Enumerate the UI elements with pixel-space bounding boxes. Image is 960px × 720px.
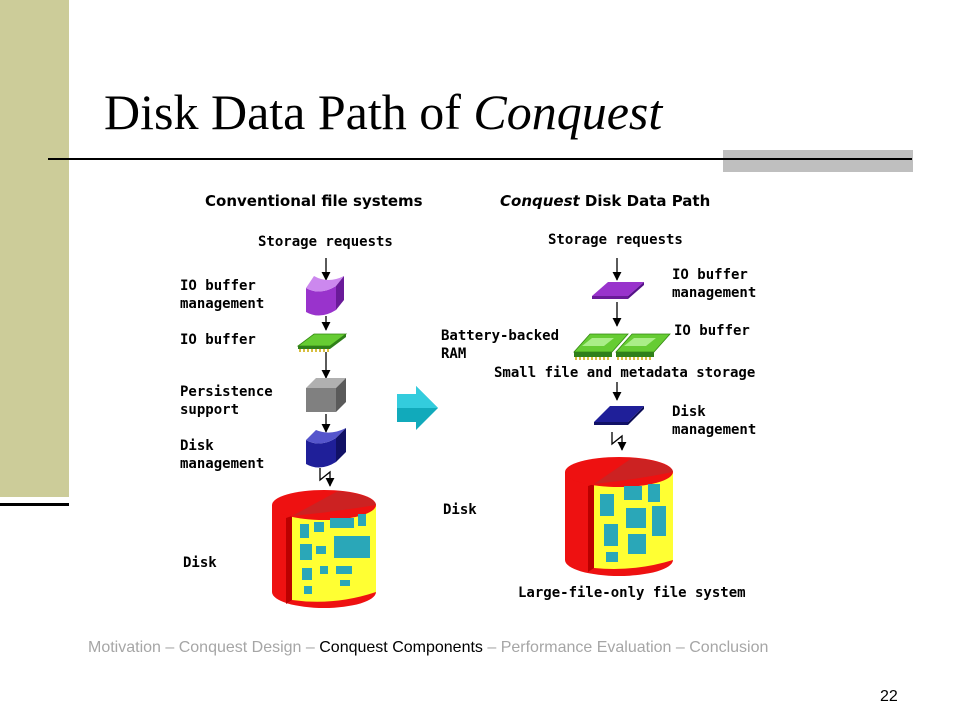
footer-before: Motivation – Conquest Design – — [88, 639, 320, 656]
sidebar-band — [0, 0, 69, 497]
right-disk-label: Disk — [443, 502, 477, 518]
title-italic: Conquest — [473, 84, 663, 140]
left-column-header: Conventional file systems — [205, 192, 423, 210]
left-buffer-mgmt-shape — [306, 276, 344, 316]
left-disk-cylinder — [272, 490, 376, 608]
small-file-storage-label: Small file and metadata storage — [494, 365, 756, 381]
right-disk-management-label: Disk management — [672, 404, 757, 438]
right-disk-cylinder — [565, 457, 673, 576]
left-storage-requests-label: Storage requests — [258, 234, 393, 250]
title-accent-bar — [723, 150, 913, 172]
right-buffer-mgmt-plate — [592, 282, 644, 299]
left-disk-mgmt-shape — [306, 428, 346, 468]
right-column-header: Conquest Disk Data Path — [500, 192, 710, 210]
right-header-italic: Conquest — [500, 192, 580, 210]
left-io-buffer-management-label: IO buffer management — [180, 278, 265, 312]
right-io-zigzag — [611, 432, 627, 451]
page-title: Disk Data Path of Conquest — [104, 82, 662, 142]
battery-backed-ram-label: Battery-backed RAM — [441, 328, 560, 362]
page-number: 22 — [880, 688, 898, 705]
right-io-buffer-label: IO buffer — [674, 323, 750, 339]
right-io-buffer-management-label: IO buffer management — [672, 267, 757, 301]
right-storage-requests-label: Storage requests — [548, 232, 683, 248]
section-navigation-footer: Motivation – Conquest Design – Conquest … — [88, 639, 768, 657]
footer-current-section: Conquest Components — [319, 639, 483, 656]
left-io-zigzag — [319, 468, 335, 487]
title-underline — [48, 158, 912, 160]
left-persistence-shape — [306, 378, 346, 412]
left-disk-label: Disk — [183, 555, 217, 571]
footer-after: – Performance Evaluation – Conclusion — [482, 639, 769, 656]
right-disk-mgmt-plate — [594, 406, 644, 425]
left-disk-management-label: Disk management — [180, 438, 265, 472]
left-io-buffer-label: IO buffer — [180, 332, 256, 348]
sidebar-rule — [0, 503, 69, 506]
transition-arrow — [397, 386, 438, 430]
battery-backed-ram-chips — [573, 333, 671, 360]
right-header-rest: Disk Data Path — [579, 192, 711, 210]
large-file-fs-label: Large-file-only file system — [518, 585, 746, 601]
left-persistence-support-label: Persistence support — [180, 384, 273, 418]
left-io-buffer-chip — [296, 333, 348, 352]
title-text: Disk Data Path of — [104, 84, 474, 140]
